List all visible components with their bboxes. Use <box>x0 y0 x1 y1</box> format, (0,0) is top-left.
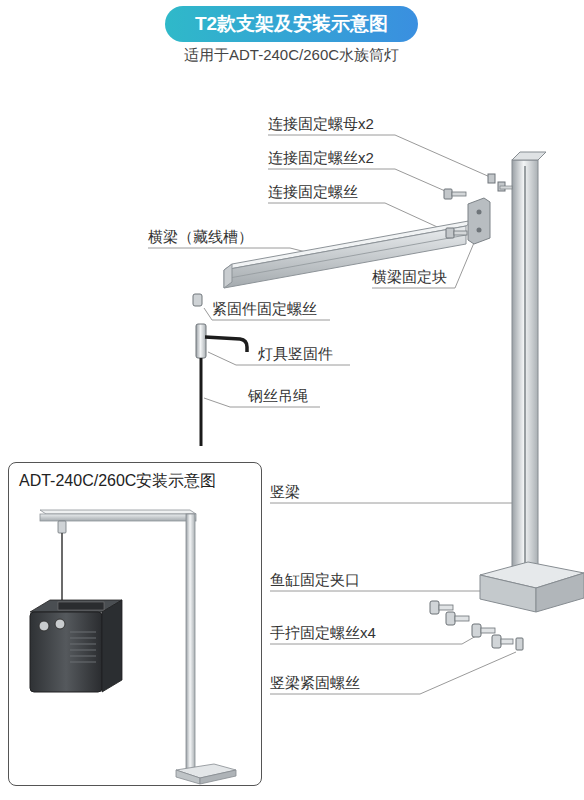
lamp-knob <box>39 621 49 631</box>
clamp-side <box>536 573 584 612</box>
title-banner: T2款支架及安装示意图 <box>165 6 418 42</box>
leader-line <box>268 203 446 231</box>
beam-front <box>224 226 466 288</box>
screw-shaft <box>452 192 466 196</box>
inset-rope <box>61 533 63 600</box>
leader-line <box>268 135 490 177</box>
part-label: 灯具竖固件 <box>258 345 333 363</box>
screw-head <box>446 228 454 238</box>
block-hole <box>477 210 482 215</box>
beam-end <box>224 264 232 288</box>
lamp-fitting <box>196 324 206 358</box>
fixing-block <box>468 198 490 244</box>
leader-lines <box>148 135 516 694</box>
post-edge <box>538 152 546 160</box>
part-label: 竖梁 <box>270 483 300 501</box>
thumb-screws <box>430 601 513 648</box>
part-label: 连接固定螺母x2 <box>268 115 374 133</box>
thumb-screw <box>492 635 501 648</box>
lamp-body <box>30 612 102 692</box>
thumb-screw <box>481 628 495 633</box>
part-label: 横梁（藏线槽） <box>148 228 253 246</box>
inset-clamp <box>176 770 200 784</box>
inset-clamp <box>200 770 236 784</box>
lamp-grille <box>58 602 104 610</box>
inset-panel: ADT-240C/260C安装示意图 <box>8 462 262 786</box>
part-label: 手拧固定螺丝x4 <box>270 624 376 642</box>
part-label: 鱼缸固定夹口 <box>270 571 360 589</box>
thumb-screw <box>439 605 453 610</box>
part-label: 钢丝吊绳 <box>248 387 308 405</box>
inset-beam-top <box>40 510 196 514</box>
part-label: 竖梁紧固螺丝 <box>270 674 360 692</box>
part-label: 横梁固定块 <box>372 268 447 286</box>
part-label: 紧固件固定螺丝 <box>212 300 317 318</box>
screw-shaft <box>454 231 467 235</box>
subtitle: 适用于ADT-240C/260C水族筒灯 <box>184 46 399 64</box>
connection-screws <box>444 174 512 238</box>
steel-rope <box>200 358 203 446</box>
post-cap <box>512 152 546 160</box>
inset-beam <box>40 514 196 521</box>
screw-head <box>444 189 452 199</box>
lamp-knob <box>55 619 65 629</box>
inset-fitting <box>58 521 66 533</box>
panel-heading: ADT-240C/260C安装示意图 <box>9 463 261 499</box>
inset-post <box>186 514 195 772</box>
part-label: 连接固定螺丝 <box>268 183 358 201</box>
inset-illustration <box>30 510 236 784</box>
thumb-screw <box>501 639 513 644</box>
post-groove <box>524 166 526 576</box>
lamp-vents <box>70 632 96 662</box>
block-hole <box>477 228 482 233</box>
nut-bolt <box>500 186 512 189</box>
vertical-post <box>512 160 538 580</box>
lamp-side <box>102 600 122 692</box>
clamp-front <box>480 575 536 612</box>
nut <box>488 174 495 183</box>
fastener-screw <box>193 294 202 306</box>
thumb-screw <box>430 601 439 614</box>
leader-line <box>270 503 512 504</box>
leader-line <box>148 248 306 252</box>
thumb-screw <box>472 624 481 637</box>
thumb-screw <box>455 616 469 621</box>
leader-line <box>270 652 516 694</box>
thumb-screw <box>446 612 455 625</box>
part-label: 连接固定螺丝x2 <box>268 149 374 167</box>
fitting-wire <box>205 337 247 352</box>
leader-line <box>270 591 500 592</box>
set-screw <box>516 638 523 650</box>
